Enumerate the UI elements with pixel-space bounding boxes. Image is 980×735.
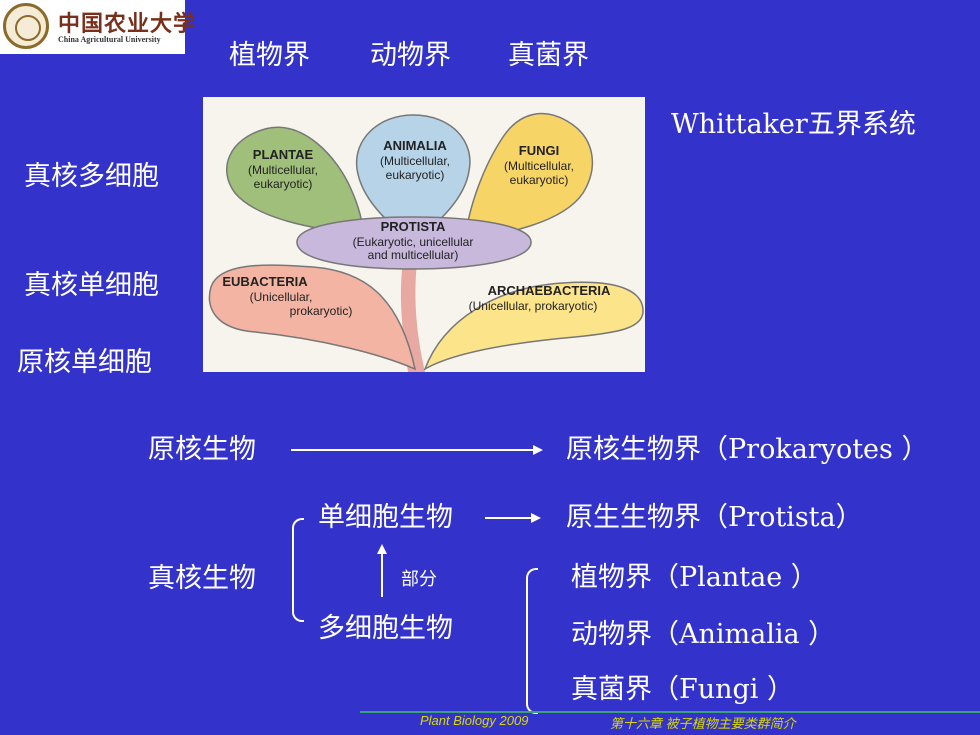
left-label-eukaryotic-multicellular: 真核多细胞 — [24, 161, 159, 192]
animalia-kingdom-label: 动物界（Animalia ） — [571, 619, 836, 650]
plantae-desc-2: eukaryotic) — [254, 177, 313, 191]
fungi-desc-1: (Multicellular, — [504, 159, 574, 173]
eubacteria-desc-2: prokaryotic) — [290, 304, 353, 318]
archaebacteria-name: ARCHAEBACTERIA — [488, 283, 611, 298]
prokaryote-arrow-icon — [533, 445, 543, 455]
plantae-petal — [225, 126, 364, 236]
left-label-eukaryotic-unicellular: 真核单细胞 — [24, 270, 159, 301]
plantae-name: PLANTAE — [253, 147, 314, 162]
protista-desc-1: (Eukaryotic, unicellular — [353, 235, 474, 249]
animalia-petal — [355, 114, 471, 240]
fungi-kingdom-label: 真菌界（Fungi ） — [571, 674, 795, 705]
footer-chapter: 第十六章 被子植物主要类群简介 — [610, 716, 796, 731]
footer-course: Plant Biology 2009 — [420, 713, 529, 728]
fungi-name: FUNGI — [519, 143, 559, 158]
protista-petal — [296, 216, 532, 270]
part-up-arrow-icon — [377, 544, 387, 554]
prokaryote-kingdom-label: 原核生物界（Prokaryotes ） — [566, 434, 929, 465]
part-arrow-line — [381, 553, 383, 597]
protista-desc-2: and multicellular) — [368, 248, 459, 262]
protista-name: PROTISTA — [381, 219, 446, 234]
plantae-kingdom-label: 植物界（Plantae ） — [571, 562, 818, 593]
eubacteria-desc-1: (Unicellular, — [250, 290, 313, 304]
eukaryote-label: 真核生物 — [148, 563, 256, 594]
footer-divider — [360, 711, 980, 713]
top-label-animalia: 动物界 — [370, 40, 451, 71]
part-label: 部分 — [401, 569, 437, 590]
multicellular-label: 多细胞生物 — [318, 613, 453, 644]
fungi-petal — [464, 112, 594, 240]
multicellular-brace — [526, 568, 538, 714]
archaebacteria-petal — [423, 281, 644, 371]
eukaryote-brace — [292, 518, 304, 622]
five-kingdom-figure: PLANTAE (Multicellular, eukaryotic) ANIM… — [203, 97, 645, 372]
university-logo: 中国农业大学 China Agricultural University — [0, 0, 195, 54]
prokaryote-label: 原核生物 — [148, 434, 256, 465]
top-label-fungi: 真菌界 — [508, 40, 589, 71]
logo-chinese-name: 中国农业大学 — [58, 11, 197, 37]
prokaryote-arrow-line — [291, 449, 533, 451]
archaebacteria-desc-1: (Unicellular, prokaryotic) — [469, 299, 598, 313]
unicellular-label: 单细胞生物 — [318, 502, 453, 533]
top-label-plantae: 植物界 — [229, 40, 310, 71]
unicellular-arrow-line — [485, 517, 531, 519]
animalia-name: ANIMALIA — [383, 138, 447, 153]
left-label-prokaryotic-unicellular: 原核单细胞 — [17, 347, 152, 378]
fungi-desc-2: eukaryotic) — [510, 173, 569, 187]
plantae-desc-1: (Multicellular, — [248, 163, 318, 177]
eubacteria-name: EUBACTERIA — [222, 274, 308, 289]
university-seal-icon — [3, 3, 49, 49]
system-title: Whittaker五界系统 — [671, 109, 916, 140]
animalia-desc-2: eukaryotic) — [386, 168, 445, 182]
animalia-desc-1: (Multicellular, — [380, 154, 450, 168]
eubacteria-petal — [208, 264, 417, 371]
logo-english-name: China Agricultural University — [58, 35, 161, 44]
unicellular-arrow-icon — [531, 513, 541, 523]
protista-kingdom-label: 原生生物界（Protista） — [566, 502, 863, 533]
